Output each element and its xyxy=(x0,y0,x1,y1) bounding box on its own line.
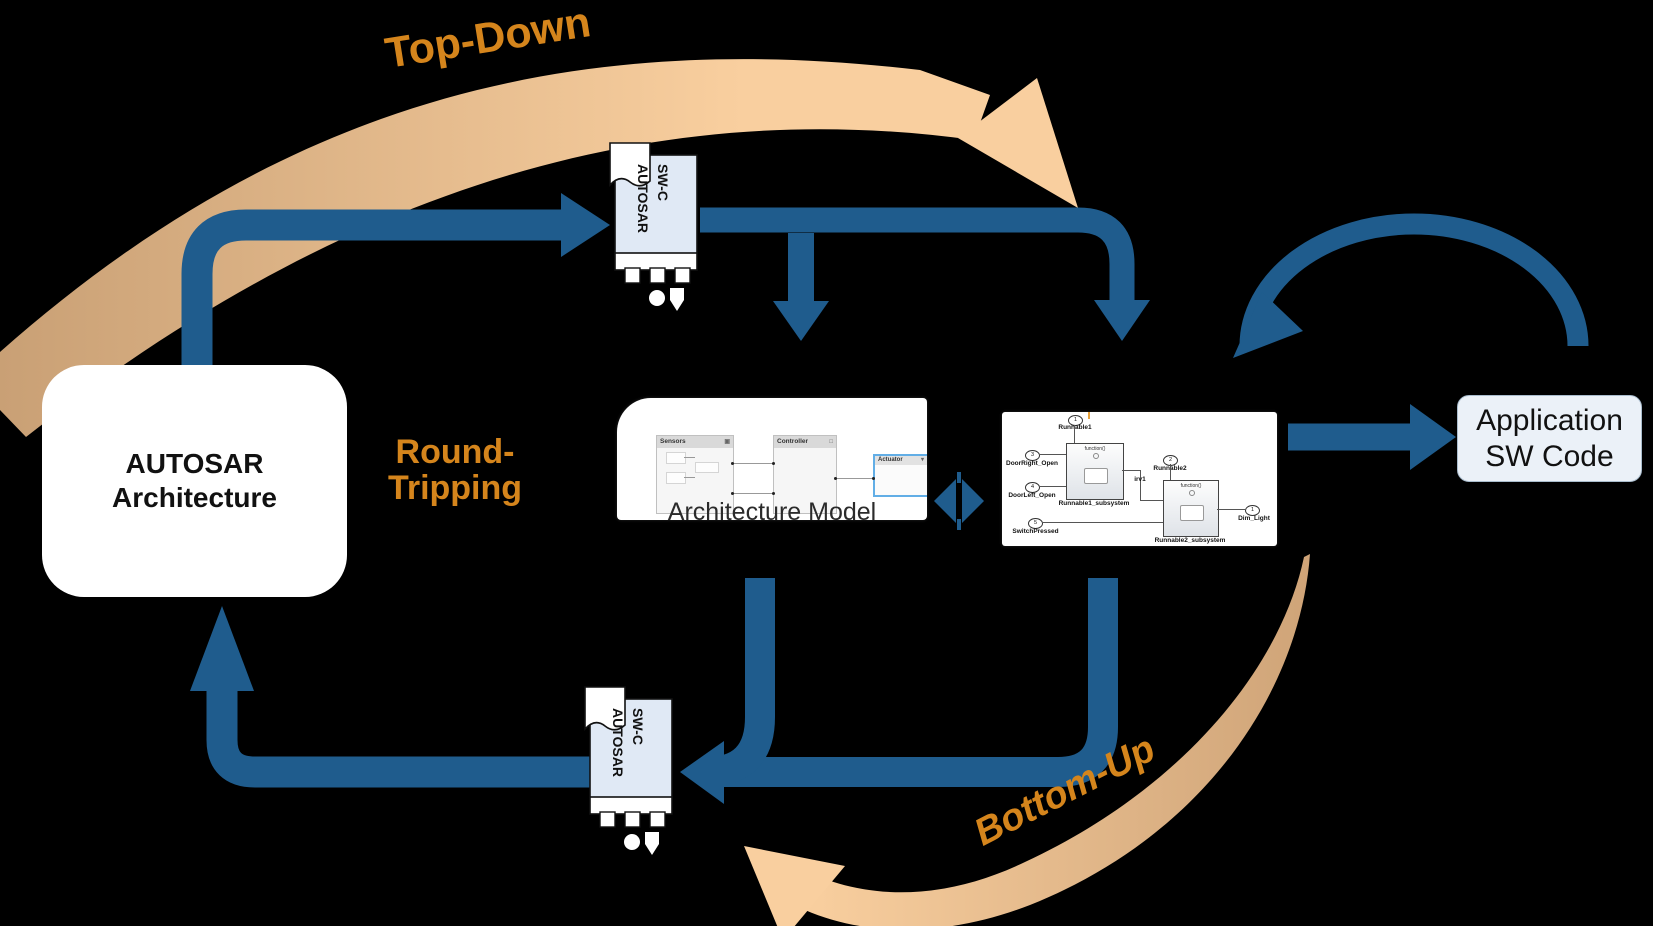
round-tripping-line2: Tripping xyxy=(387,469,523,507)
inport-label: Runnable2 xyxy=(1150,465,1190,472)
runnable1-subsystem-block: function() xyxy=(1066,443,1124,500)
swc-to-models-arrow xyxy=(700,207,1150,341)
models-to-swc-arrow xyxy=(680,578,1118,804)
function-header: function() xyxy=(1180,483,1202,489)
sync-diamond-icon xyxy=(934,472,984,530)
autosar-architecture-line2: Architecture xyxy=(112,482,277,513)
controller-block-label: Controller xyxy=(777,438,809,445)
application-sw-code-box: Application SW Code xyxy=(1457,395,1642,482)
sensors-block-label: Sensors xyxy=(660,438,686,445)
simulink-model-screenshot: 1 Runnable1 3 DoorRight_Open 4 DoorLeft_… xyxy=(1002,412,1277,546)
model-to-code-arrow xyxy=(1288,404,1456,470)
autosar-architecture-line1: AUTOSAR xyxy=(125,448,264,479)
function-header: function() xyxy=(1084,446,1106,452)
runnable2-subsystem-block: function() xyxy=(1163,480,1219,537)
autosar-architecture-box: AUTOSAR Architecture xyxy=(42,365,347,597)
inport: 4 xyxy=(1025,482,1040,493)
autosar-swc-icon-top: AUTOSAR SW-C xyxy=(609,142,698,311)
inport-label: Runnable1 xyxy=(1052,424,1098,431)
outport-label: Dim_Light xyxy=(1238,515,1270,522)
arch-to-swc-arrow xyxy=(181,193,610,370)
subsystem-label: Runnable2_subsystem xyxy=(1154,537,1226,544)
swc-icon-text-line1: AUTOSAR xyxy=(635,164,651,233)
architecture-model-screenshot: Sensors ▣ Controller □ Actuator ▾ Architect… xyxy=(617,398,927,520)
outport: 1 xyxy=(1245,505,1260,516)
inport-label: DoorRight_Open xyxy=(1006,460,1058,467)
block-icon: □ xyxy=(829,439,833,445)
controller-block: Controller □ xyxy=(773,435,837,514)
swc-icon-text-line1: AUTOSAR xyxy=(610,708,626,777)
inport: 1 xyxy=(1068,415,1083,426)
autosar-swc-icon-bottom: AUTOSAR SW-C xyxy=(584,686,673,855)
actuator-block-label: Actuator xyxy=(878,457,903,463)
block-icon: ▾ xyxy=(920,457,924,463)
inport-label: SwitchPressed xyxy=(1012,528,1059,535)
round-tripping-label: Round- Tripping xyxy=(330,434,580,506)
application-sw-code-line2: SW Code xyxy=(1485,439,1614,473)
inport: 5 xyxy=(1028,518,1043,529)
breakpoint-tick xyxy=(1088,412,1090,419)
application-sw-code-line1: Application xyxy=(1476,403,1623,437)
swc-icon-text-line2: SW-C xyxy=(655,164,671,201)
inport-label: DoorLeft_Open xyxy=(1008,492,1056,499)
actuator-block: Actuator ▾ xyxy=(873,454,927,497)
bottom-up-arc-arrow xyxy=(744,554,1310,926)
round-tripping-line1: Round- xyxy=(395,433,515,471)
subsystem-label: Runnable1_subsystem xyxy=(1058,500,1130,507)
block-icon: ▣ xyxy=(724,439,730,445)
architecture-model-caption: Architecture Model xyxy=(667,498,877,520)
swc-to-arch-arrow xyxy=(190,606,620,788)
swc-icon-text-line2: SW-C xyxy=(630,708,646,745)
inport: 3 xyxy=(1025,450,1040,461)
sensors-block: Sensors ▣ xyxy=(656,435,734,514)
code-loop-arrow xyxy=(1233,213,1589,358)
signal-label: irv1 xyxy=(1134,476,1146,483)
